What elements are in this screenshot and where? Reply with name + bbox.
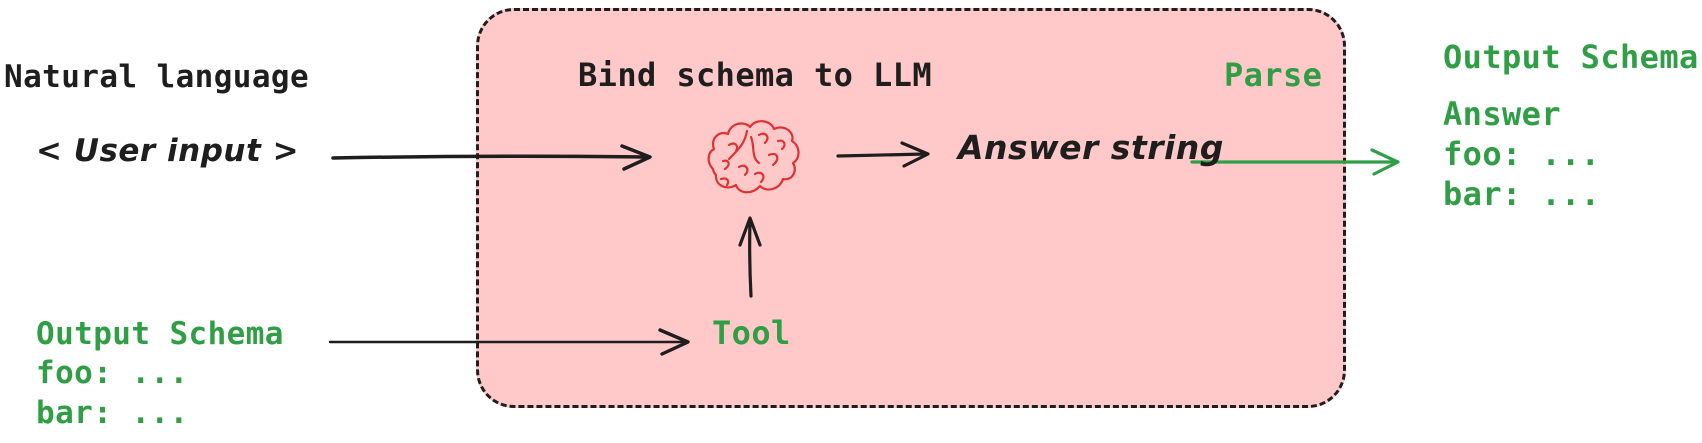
parse-label: Parse: [1224, 56, 1323, 94]
answer-string-label: Answer string: [958, 128, 1224, 167]
output-schema-line-foo: foo: ...: [1443, 135, 1601, 173]
user-input-label: < User input >: [36, 133, 300, 169]
output-schema-line-bar: bar: ...: [1443, 175, 1601, 213]
input-schema-title: Output Schema: [36, 316, 284, 352]
output-answer-label: Answer: [1443, 95, 1561, 133]
input-schema-line-foo: foo: ...: [36, 355, 189, 391]
input-schema-line-bar: bar: ...: [36, 395, 189, 431]
natural-language-label: Natural language: [4, 59, 310, 95]
output-schema-title: Output Schema: [1443, 38, 1699, 76]
bind-schema-title: Bind schema to LLM: [578, 56, 932, 94]
tool-label: Tool: [712, 314, 791, 352]
